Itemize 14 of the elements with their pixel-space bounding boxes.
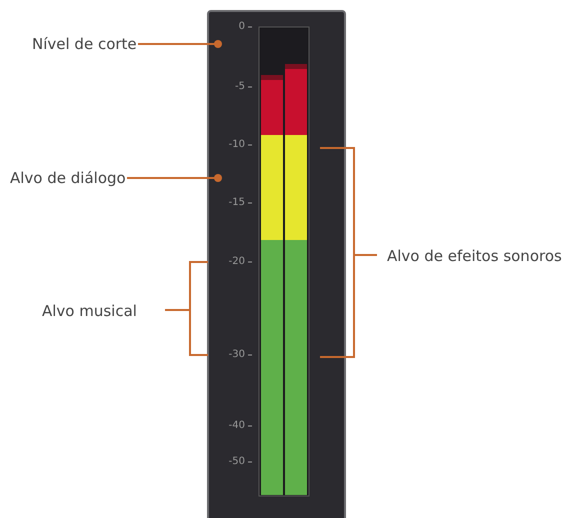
scale-label: -50 xyxy=(228,456,245,468)
scale-label: -5 xyxy=(234,81,245,93)
scale-label: -30 xyxy=(228,349,245,361)
scale-label: 0 xyxy=(238,21,245,33)
scale-label: -40 xyxy=(228,420,245,432)
bracket-label: Alvo musical xyxy=(42,302,137,320)
scale-label: -20 xyxy=(228,256,245,268)
leader-line xyxy=(127,174,222,182)
scale-label: -15 xyxy=(228,197,245,209)
callout-label: Alvo de diálogo xyxy=(10,169,126,187)
leader-line xyxy=(138,40,222,48)
bracket-label: Alvo de efeitos sonoros xyxy=(387,247,562,265)
scale-label: -10 xyxy=(228,139,245,151)
callout-label: Nível de corte xyxy=(32,35,137,53)
